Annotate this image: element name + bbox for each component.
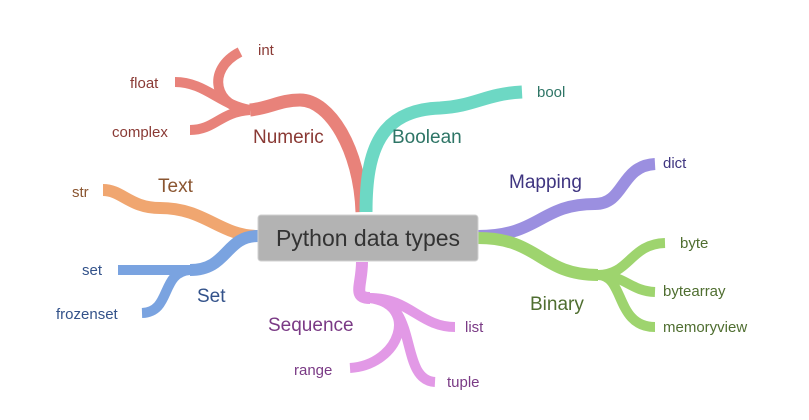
- frozenset-label[interactable]: frozenset: [56, 306, 119, 323]
- mapping-connector: [477, 158, 656, 242]
- float-label[interactable]: float: [130, 75, 159, 92]
- branch-binary[interactable]: [477, 232, 666, 332]
- boolean-label[interactable]: Boolean: [392, 127, 462, 148]
- binary-label[interactable]: Binary: [530, 294, 584, 315]
- text-label[interactable]: Text: [158, 176, 194, 197]
- complex-label[interactable]: complex: [112, 124, 168, 141]
- frozenset-connector: [141, 265, 191, 318]
- set-branch-label[interactable]: Set: [197, 286, 226, 307]
- numeric-connector: [249, 93, 369, 213]
- root-label: Python data types: [276, 225, 460, 251]
- float-connector: [174, 77, 252, 115]
- branch-set[interactable]: [118, 230, 259, 318]
- dict-label[interactable]: dict: [663, 155, 687, 172]
- root-node[interactable]: Python data types: [257, 214, 479, 262]
- range-label[interactable]: range: [294, 362, 332, 379]
- branch-numeric[interactable]: [174, 47, 369, 213]
- text-connector: [102, 184, 259, 242]
- byte-label[interactable]: byte: [680, 235, 708, 252]
- list-label[interactable]: list: [465, 319, 484, 336]
- set-connector: [189, 230, 259, 276]
- tuple-label[interactable]: tuple: [447, 374, 480, 391]
- int-label[interactable]: int: [258, 42, 275, 59]
- binary-connector: [477, 232, 599, 281]
- bytearray-label[interactable]: bytearray: [663, 283, 726, 300]
- set-leaf-label[interactable]: set: [82, 262, 103, 279]
- complex-connector: [189, 105, 251, 135]
- bool-label[interactable]: bool: [537, 84, 565, 101]
- branch-mapping[interactable]: [477, 158, 656, 242]
- branch-sequence[interactable]: [349, 261, 456, 387]
- byte-connector: [597, 238, 666, 280]
- numeric-label[interactable]: Numeric: [253, 127, 324, 148]
- sequence-label[interactable]: Sequence: [268, 315, 354, 336]
- tuple-connector: [369, 293, 436, 387]
- memoryview-label[interactable]: memoryview: [663, 319, 747, 336]
- mapping-label[interactable]: Mapping: [509, 172, 582, 193]
- branch-boolean[interactable]: [359, 85, 523, 213]
- boolean-connector: [359, 85, 523, 213]
- sequence-connector: [353, 261, 371, 304]
- str-label[interactable]: str: [72, 184, 89, 201]
- branch-text[interactable]: [102, 184, 259, 242]
- memoryview-connector: [597, 270, 656, 332]
